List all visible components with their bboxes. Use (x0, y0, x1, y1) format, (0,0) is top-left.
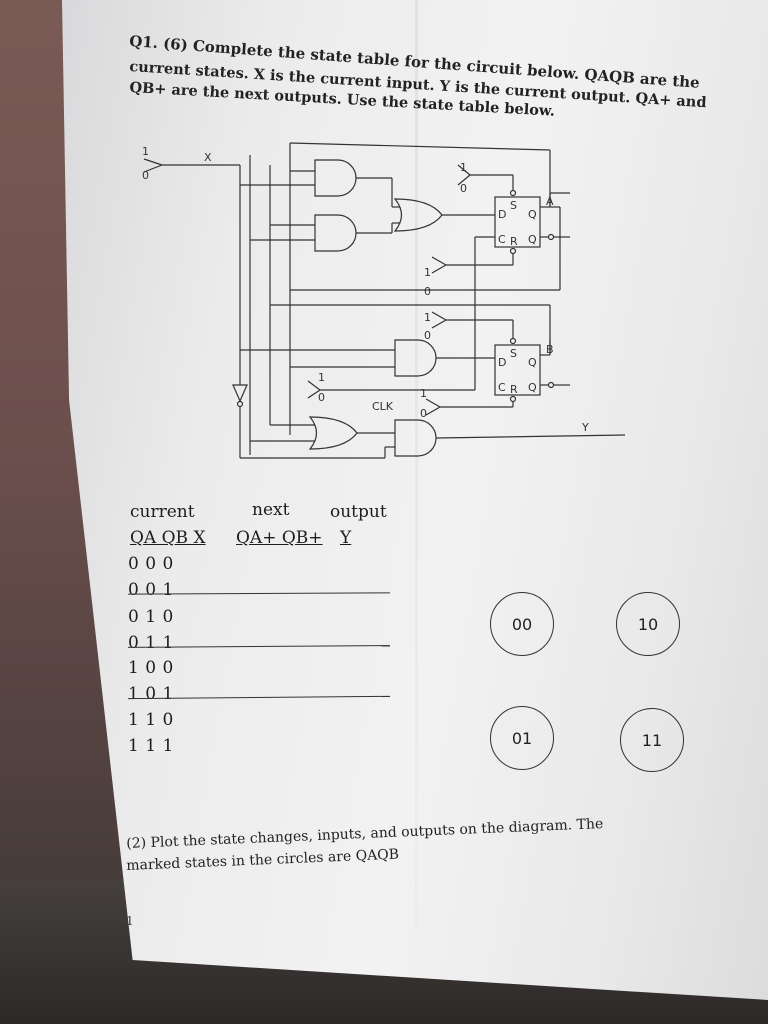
subheader-current: QA QB X (130, 528, 206, 548)
circuit-diagram: 1 0 X A D S Q C R Q B D S Q C R Q CLK Y … (142, 142, 626, 459)
sw3-one: 1 (424, 311, 431, 324)
ff-a-r: R (510, 235, 518, 248)
ff-b-c: C (498, 381, 506, 394)
table-row: 1 0 1 (128, 684, 174, 704)
table-row: 1 1 1 (128, 736, 174, 756)
ff-a-s: S (510, 199, 517, 212)
header-output: output (330, 502, 387, 522)
ff-b-r: R (510, 383, 518, 396)
output-y-label: Y (581, 421, 589, 434)
ff-b-qbar: Q (528, 381, 537, 394)
ff-a-label: A (546, 195, 554, 208)
sw1-one: 1 (460, 161, 467, 174)
x-switch-one: 1 (142, 145, 149, 158)
x-switch-zero: 0 (142, 169, 149, 182)
subheader-next: QA+ QB+ (236, 528, 323, 548)
state-circle-11: 11 (620, 708, 684, 772)
state-circle-00: 00 (490, 592, 554, 656)
page-number: 1 (126, 914, 134, 928)
state-circle-01: 01 (490, 706, 554, 770)
table-row: 0 1 1 (128, 633, 174, 653)
state-circle-10: 10 (616, 592, 680, 656)
table-row: 1 1 0 (128, 710, 174, 730)
clk-label: CLK (372, 400, 394, 413)
subheader-output: Y (340, 528, 352, 548)
ff-a-d: D (498, 208, 506, 221)
sw4-one: 1 (318, 371, 325, 384)
sw5-one: 1 (420, 387, 427, 400)
table-row: 1 0 0 (128, 658, 174, 678)
ff-b-q: Q (528, 356, 537, 369)
x-input-label: X (204, 151, 212, 164)
sw2-zero: 0 (424, 285, 431, 298)
table-row: 0 0 0 (128, 554, 174, 574)
ff-a-c: C (498, 233, 506, 246)
sw4-zero: 0 (318, 391, 325, 404)
sw2-one: 1 (424, 266, 431, 279)
ff-a-qbar: Q (528, 233, 537, 246)
ff-b-label: B (546, 343, 554, 356)
sw1-zero: 0 (460, 182, 467, 195)
paper-fold (415, 0, 418, 930)
header-next: next (252, 500, 290, 520)
ff-b-d: D (498, 356, 506, 369)
ff-a-q: Q (528, 208, 537, 221)
paper-sheet (62, 0, 768, 1000)
table-row: 0 0 1 (128, 580, 174, 600)
sw3-zero: 0 (424, 329, 431, 342)
ff-b-s: S (510, 347, 517, 360)
sw5-zero: 0 (420, 407, 427, 420)
table-row: 0 1 0 (128, 607, 174, 627)
header-current: current (130, 502, 195, 522)
